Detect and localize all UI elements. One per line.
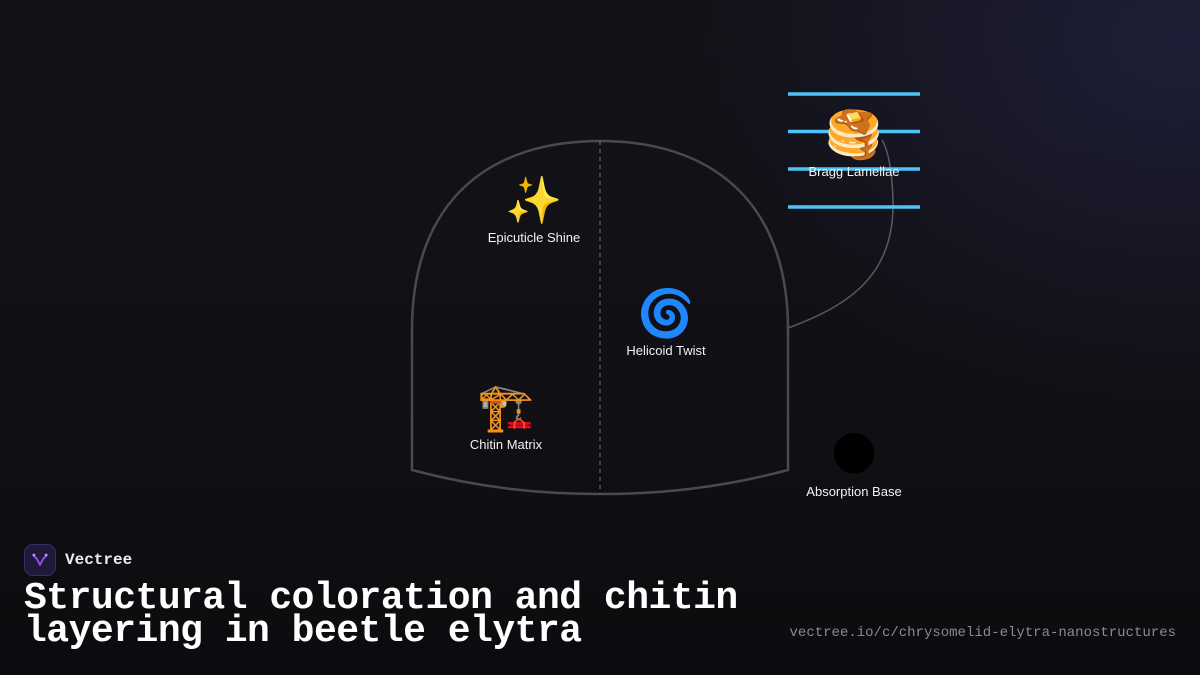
beetle-logo-glyph: [32, 553, 48, 566]
pancakes-icon: 🥞: [825, 107, 883, 161]
node-label: Chitin Matrix: [469, 437, 543, 452]
node-label: Absorption Base: [806, 484, 902, 499]
new-moon-icon: 🌑: [830, 427, 878, 481]
node-chitin-matrix[interactable]: 🏗️ Chitin Matrix: [470, 379, 542, 453]
beetle-logo-icon: [24, 544, 56, 576]
node-bragg-lamellae[interactable]: 🥞 Bragg Lamellae: [808, 106, 899, 180]
page-title: Structural coloration and chitin layerin…: [24, 577, 738, 653]
node-epicuticle-shine[interactable]: ✨ Epicuticle Shine: [488, 172, 581, 246]
brand-name: Vectree: [65, 551, 133, 569]
node-label: Bragg Lamellae: [808, 164, 900, 179]
node-helicoid-twist[interactable]: 🌀 Helicoid Twist: [626, 285, 705, 359]
sparkles-icon: ✨: [505, 173, 563, 227]
brand[interactable]: Vectree: [24, 544, 132, 576]
source-url[interactable]: vectree.io/c/chrysomelid-elytra-nanostru…: [789, 625, 1176, 641]
callout-connector: [787, 139, 894, 329]
elytron-outline: [410, 139, 790, 496]
construction-crane-icon: 🏗️: [477, 380, 535, 434]
node-absorption-base[interactable]: 🌑 Absorption Base: [806, 426, 901, 500]
cyclone-icon: 🌀: [637, 286, 695, 340]
node-label: Helicoid Twist: [626, 343, 706, 358]
node-label: Epicuticle Shine: [487, 230, 581, 245]
